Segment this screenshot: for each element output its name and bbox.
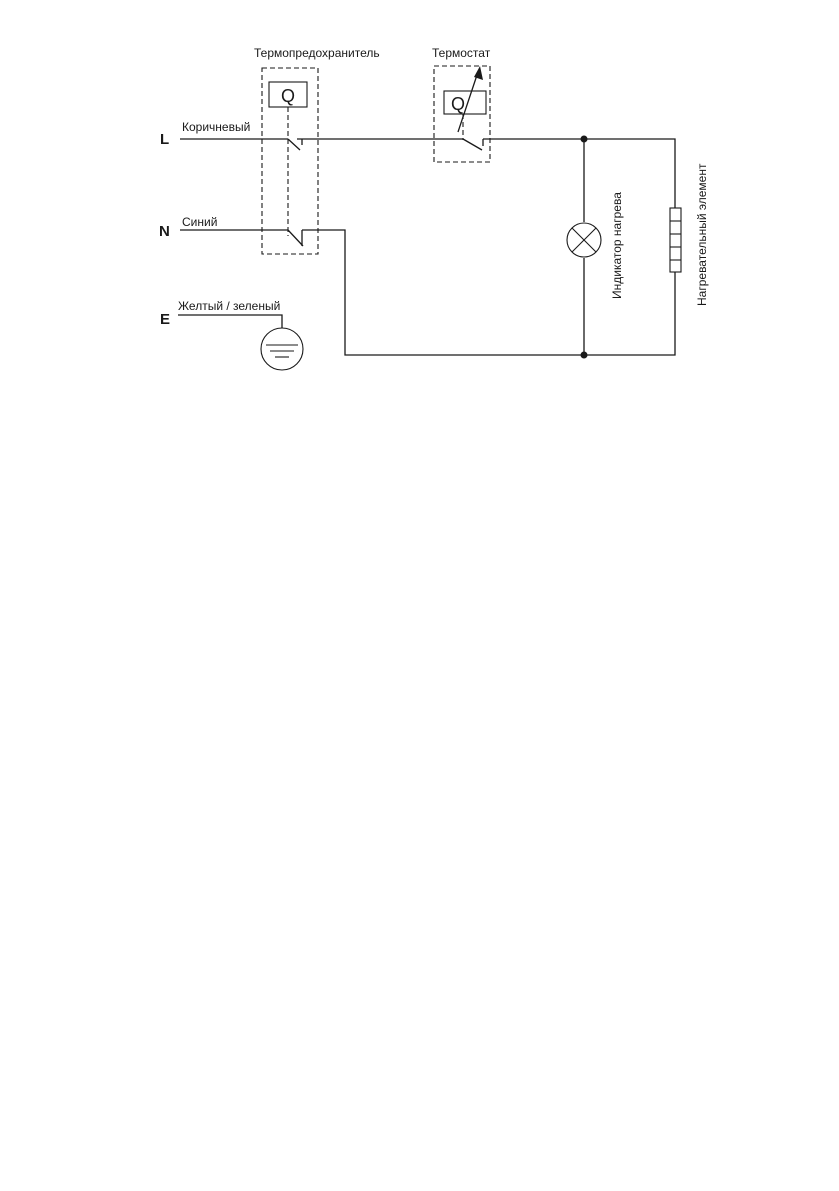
- thermostat-relay-symbol: Q: [451, 94, 465, 114]
- heating-element-label: Нагревательный элемент: [695, 163, 709, 306]
- live-wire-color-label: Коричневый: [182, 120, 250, 134]
- thermostat-adjust-arrow: [457, 71, 479, 133]
- neutral-wire: [180, 229, 676, 356]
- earth-wire: [178, 314, 283, 328]
- thermal-fuse-neutral-contact: [287, 229, 304, 247]
- thermostat-label: Термостат: [432, 46, 491, 60]
- thermal-fuse: Q: [261, 67, 319, 255]
- terminal-live: L: [160, 131, 169, 148]
- earth-ground-symbol: [260, 327, 304, 371]
- earth-wire-color-label: Желтый / зеленый: [178, 299, 280, 313]
- terminal-neutral: N: [159, 223, 170, 240]
- junction-top: [580, 135, 588, 143]
- thermostat: Q: [433, 65, 491, 163]
- neutral-wire-color-label: Синий: [182, 215, 217, 229]
- indicator-label: Индикатор нагрева: [610, 192, 624, 299]
- thermal-fuse-label: Термопредохранитель: [254, 46, 380, 60]
- heating-element: [669, 207, 682, 273]
- live-wire: [180, 138, 676, 208]
- thermostat-contact: [462, 138, 483, 151]
- thermal-fuse-live-contact: [287, 138, 301, 151]
- terminal-earth: E: [160, 311, 170, 328]
- indicator-lamp: [566, 139, 602, 355]
- thermal-fuse-relay-symbol: Q: [281, 86, 295, 106]
- junction-bottom: [580, 351, 588, 359]
